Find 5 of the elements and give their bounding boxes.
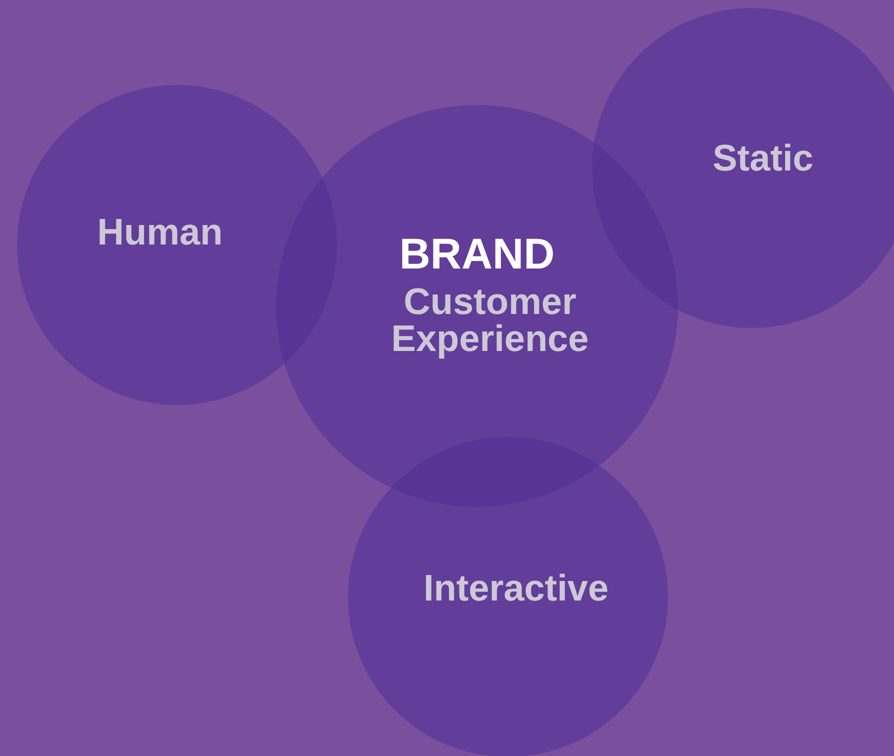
- circle-heading: BRAND: [399, 234, 555, 276]
- circle-label: Customer Experience: [390, 283, 590, 357]
- circle-label: Static: [712, 140, 814, 176]
- circle-label: Interactive: [423, 570, 609, 606]
- circle-label: Human: [97, 214, 223, 250]
